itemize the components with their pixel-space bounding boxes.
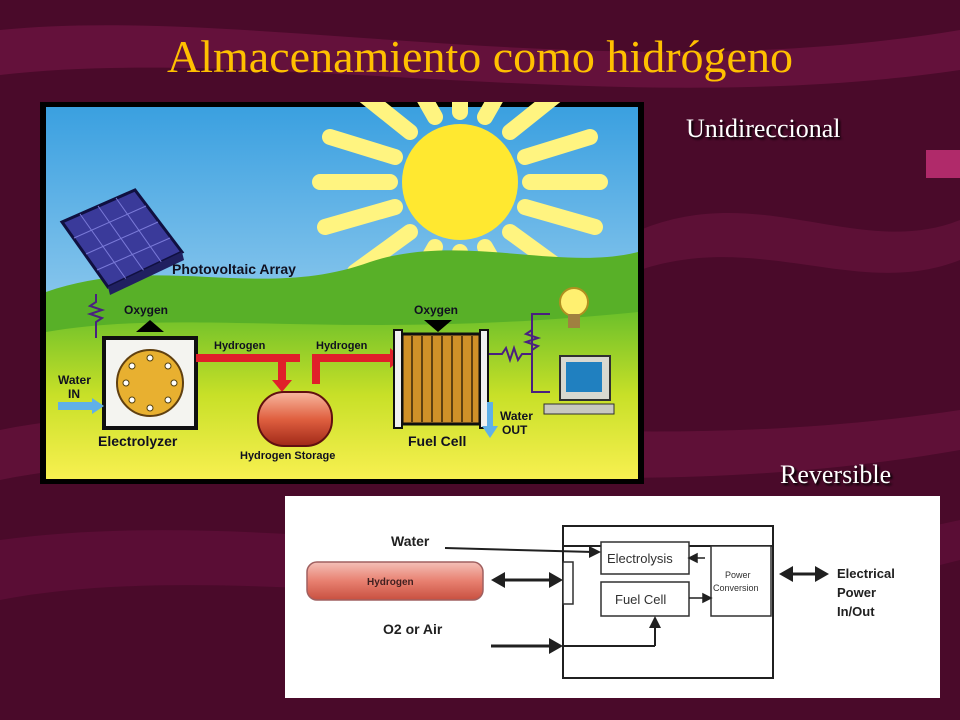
hydrogen-bidirectional-arrow-icon [491,572,563,588]
electrolyzer-icon [102,336,198,430]
electrical-label-2: Power [837,585,876,600]
reversible-label: Reversible [780,460,892,489]
o2-air-arrow-icon [491,616,661,654]
unidirectional-system-diagram: Photovoltaic Array Oxygen Oxygen Electro… [40,102,644,484]
water-in-label-2: IN [68,387,80,401]
power-conversion-label-2: Conversion [713,583,759,593]
electrolysis-label: Electrolysis [607,551,673,566]
water-out-arrow-icon [482,402,498,438]
electrical-bidirectional-arrow-icon [779,566,829,582]
water-in-arrow-icon [58,398,104,414]
oxygen-right-label: Oxygen [414,303,458,317]
hydrogen-storage-tank-icon [257,391,333,447]
computer-icon [543,355,615,415]
electrolyzer-label: Electrolyzer [98,433,178,449]
water-label: Water [391,533,430,549]
fuel-cell-icon [393,329,489,429]
photovoltaic-label: Photovoltaic Array [172,261,296,277]
power-conversion-label-1: Power [725,570,751,580]
water-out-label-1: Water [500,409,533,423]
fuel-cell-box [600,581,690,617]
reversible-system-diagram: Electrolysis Fuel Cell Power Conversion … [285,496,940,698]
hydrogen-left-label: Hydrogen [214,340,266,352]
rev-fuel-cell-label: Fuel Cell [615,592,666,607]
o2-air-label: O2 or Air [383,621,443,637]
light-bulb-icon [559,287,589,328]
water-out-label-2: OUT [502,423,528,437]
electrical-label-1: Electrical [837,566,895,581]
hydrogen-right-label: Hydrogen [316,340,368,352]
electrical-label-3: In/Out [837,604,875,619]
hydrogen-storage-label: Hydrogen Storage [240,450,335,462]
unidirectional-label: Unidireccional [686,114,841,143]
water-arrow-icon [444,546,601,558]
photovoltaic-array-icon [59,188,185,295]
water-in-label-1: Water [58,373,91,387]
internal-arrows [687,552,713,604]
oxygen-left-label: Oxygen [124,303,168,317]
hydrogen-tank-icon [306,561,484,601]
fuel-cell-label: Fuel Cell [408,433,466,449]
slide-title: Almacenamiento como hidrógeno [167,31,793,82]
hydrogen-label: Hydrogen [367,577,414,588]
power-conversion-box [710,545,772,617]
